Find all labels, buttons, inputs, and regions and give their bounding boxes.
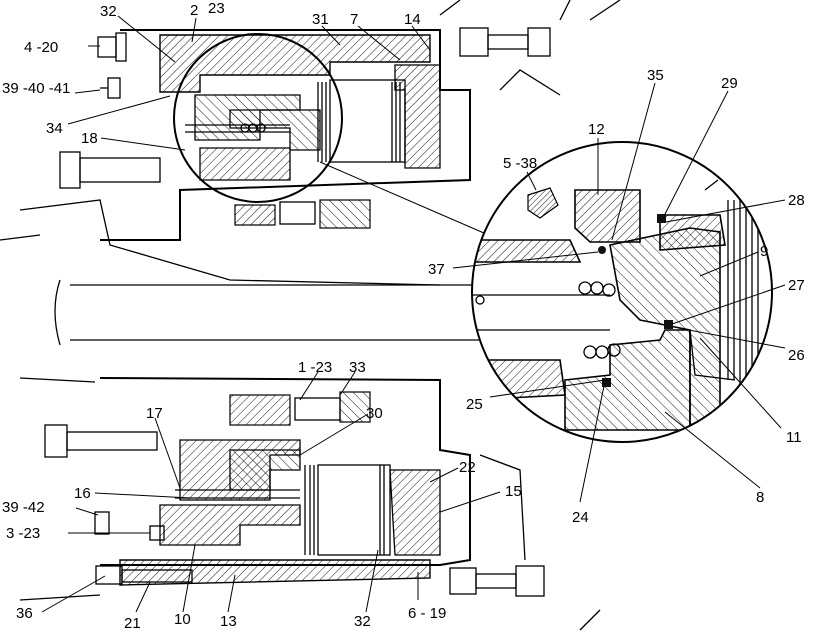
callout-1-23: 1 -23 xyxy=(298,359,332,376)
right-bolt-lower xyxy=(449,565,545,597)
callout-12: 12 xyxy=(588,121,605,138)
fitting-39-42 xyxy=(94,511,110,535)
callout-26: 26 xyxy=(788,347,805,364)
callout-23: 23 xyxy=(208,0,225,17)
callout-labels: 32 2 23 31 7 14 4 -20 39 -40 -41 34 18 5… xyxy=(2,0,805,632)
callout-16: 16 xyxy=(74,485,91,502)
callout-18: 18 xyxy=(81,130,98,147)
callout-7: 7 xyxy=(350,11,358,28)
callout-37: 37 xyxy=(428,261,445,278)
upper-assembly xyxy=(0,0,621,346)
callout-27: 27 xyxy=(788,277,805,294)
seal-24 xyxy=(602,378,611,387)
callout-17: 17 xyxy=(146,405,163,422)
callout-9: 9 xyxy=(760,243,768,260)
callout-21: 21 xyxy=(124,615,141,632)
leader-lines xyxy=(41,15,786,613)
callout-13: 13 xyxy=(220,613,237,630)
callout-35: 35 xyxy=(647,67,664,84)
detail-view xyxy=(319,141,773,443)
callout-4-20: 4 -20 xyxy=(24,39,58,56)
callout-29: 29 xyxy=(721,75,738,92)
callout-28: 28 xyxy=(788,192,805,209)
callout-8: 8 xyxy=(756,489,764,506)
bearing-lower xyxy=(229,391,371,426)
callout-39-42: 39 -42 xyxy=(2,499,45,516)
callout-5-38: 5 -38 xyxy=(503,155,537,172)
callout-32-top: 32 xyxy=(100,3,117,20)
seal-28 xyxy=(657,214,666,223)
fitting-39-40-41 xyxy=(100,77,121,99)
callout-31: 31 xyxy=(312,11,329,28)
callout-2: 2 xyxy=(190,2,198,19)
spring-upper xyxy=(185,123,290,133)
bolt-36 xyxy=(95,565,193,585)
callout-32-bottom: 32 xyxy=(354,613,371,630)
seal-26 xyxy=(664,320,673,329)
callout-39-40-41: 39 -40 -41 xyxy=(2,80,70,97)
callout-11: 11 xyxy=(786,429,802,446)
callout-25: 25 xyxy=(466,396,483,413)
callout-6-19: 6 - 19 xyxy=(408,605,446,622)
bolt-lower-left xyxy=(44,424,158,458)
right-bolt-upper xyxy=(459,27,551,57)
callout-10: 10 xyxy=(174,611,191,628)
callout-15: 15 xyxy=(505,483,522,500)
callout-33: 33 xyxy=(349,359,366,376)
callout-34: 34 xyxy=(46,120,63,137)
bolt-18 xyxy=(59,151,161,189)
detail-spring xyxy=(472,281,621,359)
bolt-4-20 xyxy=(97,32,127,62)
callout-24: 24 xyxy=(572,509,589,526)
callout-36: 36 xyxy=(16,605,33,622)
bearing-upper xyxy=(234,199,371,229)
seal-37 xyxy=(598,246,606,254)
callout-3-23: 3 -23 xyxy=(6,525,40,542)
callout-14: 14 xyxy=(404,11,421,28)
callout-30: 30 xyxy=(366,405,383,422)
lower-assembly xyxy=(19,0,601,631)
detail-disc-pack xyxy=(727,195,759,385)
callout-22: 22 xyxy=(459,459,476,476)
